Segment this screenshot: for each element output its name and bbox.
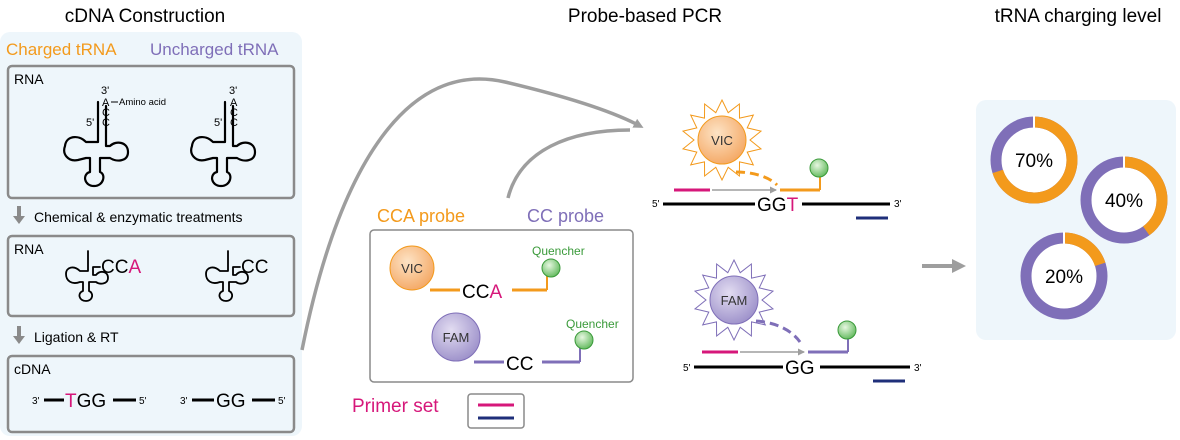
amino-acid-label: Amino acid [119,97,166,108]
uncharged-trna-acc-c1: C [230,107,238,119]
pcr-top-3prime: 3' [894,199,902,210]
charging-donuts: 70% 40% 20% [990,115,1168,320]
pcr-bottom-3prime: 3' [914,363,922,374]
pcr-bottom-5prime: 5' [683,363,691,374]
title-probe-based-pcr: Probe-based PCR [568,6,722,27]
cdna-charged-t: T [65,391,77,412]
cca-probe-seq: CCA [462,282,502,303]
pcr-bottom-quencher [837,320,857,340]
primer-set-label: Primer set [352,396,439,417]
cc-quencher [574,330,594,350]
flow-arrow-probes-to-pcr [506,128,631,199]
vic-label-released: VIC [711,133,733,148]
left-panel-background [0,32,302,436]
uncharged-trna-cc: CC [241,257,268,278]
charged-trna-cc: CCA [101,257,141,278]
rna-box-initial [6,64,296,200]
donut-1: 70% [990,115,1078,204]
legend-charged-trna: Charged tRNA [6,40,117,59]
cdna-uncharged-5prime: 5' [278,396,286,407]
charged-trna-acc-c2: C [102,117,110,129]
title-cdna-construction: cDNA Construction [65,6,226,27]
cc-quencher-label: Quencher [566,317,619,331]
uncharged-trna-acc-a: A [230,97,238,109]
cca-probe-label: CCA probe [377,206,465,226]
uncharged-trna-3prime: 3' [229,85,237,97]
cdna-charged-3prime: 3' [32,396,40,407]
step-ligation-rt: Ligation & RT [34,329,119,345]
donut-2: 40% [1080,155,1168,244]
rna-box-initial-label: RNA [14,71,44,87]
pcr-bottom-seq: GG [785,358,815,379]
donut-percent-label: 20% [1045,267,1083,288]
rna-box-treated [6,234,296,318]
charged-trna-5prime: 5' [86,117,94,129]
charged-trna-added-a: A [128,257,141,278]
flow-arrow-to-charging [922,259,966,273]
title-trna-charging-level: tRNA charging level [995,6,1162,27]
primer-set-box [467,393,525,429]
cdna-box-label: cDNA [14,361,51,377]
fam-label-released: FAM [721,293,748,308]
vic-cleaved-linker [735,170,779,187]
vic-fluorophore-released [697,115,747,165]
uncharged-trna-acc-c2: C [230,117,238,129]
fam-burst-star [693,258,775,342]
cdna-charged-5prime: 5' [139,396,147,407]
pcr-top-seq: GGT [757,195,799,216]
vic-burst-star [681,98,763,182]
charged-trna-3prime: 3' [101,85,109,97]
cdna-box [6,354,296,434]
vic-fluorophore-probe [389,245,435,291]
donut-percent-label: 70% [1015,151,1053,172]
pcr-top-5prime: 5' [652,199,660,210]
cdna-charged-seq: TGG [65,391,106,412]
fam-cleaved-linker [755,319,802,343]
pcr-top-t: T [787,195,799,216]
uncharged-trna-5prime: 5' [214,117,222,129]
cc-probe-seq: CC [506,354,533,375]
charged-trna-acc-a: A [102,97,110,109]
cca-quencher [541,258,561,278]
fam-fluorophore-released [709,275,759,325]
step-arrow-1 [13,206,25,224]
donut-percent-label: 40% [1105,191,1143,212]
cdna-uncharged-3prime: 3' [180,396,188,407]
fam-label-probe: FAM [443,330,470,345]
pcr-top-quencher [809,158,829,178]
cca-probe-a: A [489,282,502,303]
cca-quencher-label: Quencher [532,244,585,258]
fam-fluorophore-probe [431,312,481,362]
legend-uncharged-trna: Uncharged tRNA [150,40,279,59]
rna-box-treated-label: RNA [14,241,44,257]
vic-label-probe: VIC [401,261,423,276]
charged-trna-acc-c1: C [102,107,110,119]
flow-arrow-cdna-to-pcr [300,77,644,351]
cc-probe-label: CC probe [527,206,604,226]
step-chemical-enzymatic: Chemical & enzymatic treatments [34,209,243,225]
cdna-uncharged-seq: GG [216,391,246,412]
donut-3: 20% [1020,231,1108,320]
step-arrow-2 [13,326,25,344]
